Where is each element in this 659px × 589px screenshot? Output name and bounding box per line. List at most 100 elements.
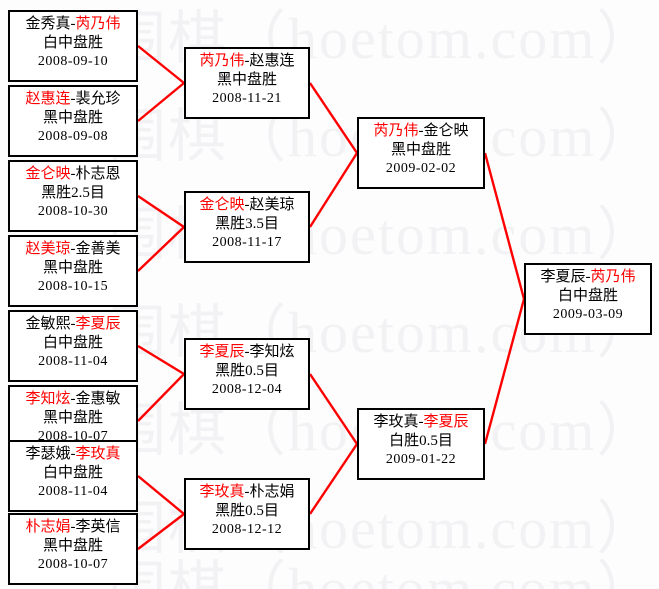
connector-line	[137, 344, 185, 376]
match-players: 李瑟娥-李玫真	[14, 445, 132, 464]
watermark-text: 围棋（hoetom.com）	[108, 556, 657, 589]
player-right[interactable]: 朴志恩	[75, 166, 121, 182]
player-right[interactable]: 金惠敏	[75, 391, 121, 407]
match-date: 2008-11-17	[212, 235, 282, 251]
match-players: 赵美琼-金善美	[14, 240, 132, 259]
player-right[interactable]: 裴允珍	[75, 91, 121, 107]
match-players: 金仑映-赵美琼	[190, 196, 304, 215]
match-players: 李玫真-朴志娟	[190, 483, 304, 502]
match-result: 黑中盘胜	[42, 260, 103, 277]
match-result: 黑胜3.5目	[215, 216, 279, 233]
player-left[interactable]: 芮乃伟	[373, 123, 419, 139]
player-left[interactable]: 金仑映	[25, 166, 71, 182]
connector-line	[137, 373, 185, 422]
connector-line	[309, 82, 358, 154]
connector-line	[137, 513, 185, 550]
match-result: 白中盘胜	[557, 288, 618, 305]
player-separator: -	[70, 91, 76, 107]
match-result: 黑中盘胜	[216, 72, 277, 89]
match-date: 2008-12-04	[211, 382, 283, 398]
match-players: 金敏熙-李夏辰	[14, 315, 132, 334]
match-players: 金仑映-朴志恩	[14, 165, 132, 184]
match-box[interactable]: 金仑映-朴志恩黑胜2.5目 2008-10-30	[8, 160, 138, 232]
connector-line	[137, 82, 185, 122]
match-date: 2009-01-22	[385, 452, 457, 468]
match-date: 2008-09-08	[37, 129, 109, 145]
match-date: 2008-11-04	[38, 354, 108, 370]
connector-line	[309, 443, 358, 515]
player-left[interactable]: 金仑映	[199, 197, 245, 213]
player-left[interactable]: 芮乃伟	[199, 53, 245, 69]
player-left[interactable]: 李知炫	[25, 391, 71, 407]
player-right[interactable]: 李玫真	[75, 446, 121, 462]
player-right[interactable]: 李夏辰	[423, 414, 469, 430]
player-separator: -	[418, 414, 424, 430]
player-separator: -	[244, 53, 250, 69]
player-separator: -	[70, 519, 76, 535]
player-left[interactable]: 李玫真	[199, 484, 245, 500]
match-players: 李知炫-金惠敏	[14, 390, 132, 409]
match-box[interactable]: 李夏辰-芮乃伟白中盘胜 2009-03-09	[524, 263, 652, 335]
player-left[interactable]: 李瑟娥	[25, 446, 71, 462]
match-result: 黑中盘胜	[42, 110, 103, 127]
match-players: 李玫真-李夏辰	[363, 413, 479, 432]
player-right[interactable]: 金仑映	[423, 123, 469, 139]
player-left[interactable]: 李玫真	[373, 414, 419, 430]
connector-line	[483, 152, 526, 300]
player-right[interactable]: 李知炫	[249, 344, 295, 360]
player-left[interactable]: 李夏辰	[540, 269, 586, 285]
player-right[interactable]: 芮乃伟	[590, 269, 636, 285]
player-left[interactable]: 金秀真	[25, 16, 71, 32]
match-box[interactable]: 金仑映-赵美琼黑胜3.5目 2008-11-17	[184, 191, 310, 263]
match-result: 白中盘胜	[42, 35, 103, 52]
match-date: 2008-10-30	[37, 204, 109, 220]
connector-line	[137, 195, 185, 228]
player-right[interactable]: 李夏辰	[75, 316, 121, 332]
match-players: 朴志娟-李英信	[14, 518, 132, 537]
match-result: 白胜0.5目	[389, 433, 453, 450]
player-left[interactable]: 赵美琼	[25, 241, 71, 257]
player-left[interactable]: 赵惠连	[25, 91, 71, 107]
match-date: 2008-09-10	[37, 54, 109, 70]
player-separator: -	[70, 241, 76, 257]
player-right[interactable]: 李英信	[75, 519, 121, 535]
player-right[interactable]: 赵美琼	[249, 197, 295, 213]
match-players: 李夏辰-芮乃伟	[530, 268, 646, 287]
player-separator: -	[70, 16, 76, 32]
match-players: 金秀真-芮乃伟	[14, 15, 132, 34]
match-date: 2009-03-09	[552, 307, 624, 323]
player-left[interactable]: 李夏辰	[199, 344, 245, 360]
match-players: 赵惠连-裴允珍	[14, 90, 132, 109]
player-left[interactable]: 金敏熙	[25, 316, 71, 332]
connector-line	[309, 373, 358, 445]
player-left[interactable]: 朴志娟	[25, 519, 71, 535]
match-result: 黑中盘胜	[42, 410, 103, 427]
match-result: 白中盘胜	[42, 335, 103, 352]
match-date: 2008-10-15	[37, 279, 109, 295]
match-result: 黑胜2.5目	[41, 185, 105, 202]
player-right[interactable]: 金善美	[75, 241, 121, 257]
match-players: 芮乃伟-赵惠连	[190, 52, 304, 71]
player-separator: -	[244, 484, 250, 500]
match-date: 2008-10-07	[37, 557, 109, 573]
player-right[interactable]: 芮乃伟	[75, 16, 121, 32]
connector-line	[483, 298, 526, 445]
match-date: 2009-02-02	[385, 161, 457, 177]
player-separator: -	[418, 123, 424, 139]
player-right[interactable]: 朴志娟	[249, 484, 295, 500]
player-right[interactable]: 赵惠连	[249, 53, 295, 69]
player-separator: -	[70, 316, 76, 332]
match-date: 2008-11-04	[38, 484, 108, 500]
connector-line	[137, 475, 185, 515]
